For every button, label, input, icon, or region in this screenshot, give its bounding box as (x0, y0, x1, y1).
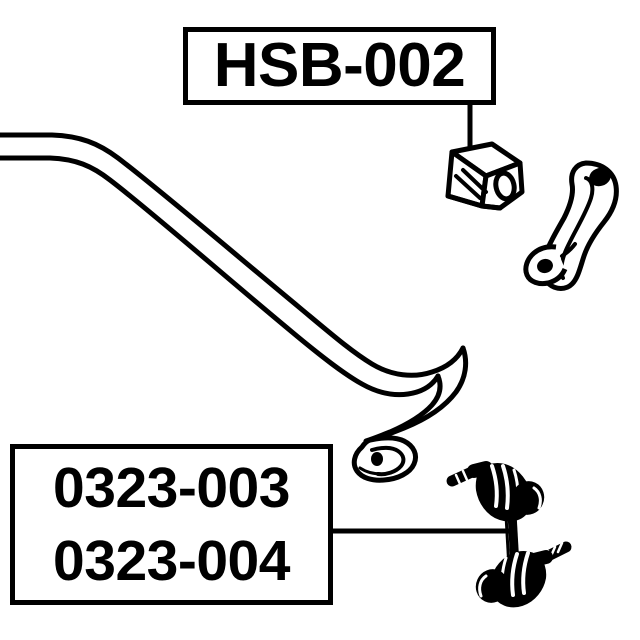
callout-box-stabilizer-link[interactable]: 0323-003 0323-004 (10, 444, 333, 605)
stabilizer-bar-bushing (445, 141, 525, 211)
lower-ball-joint (475, 541, 572, 608)
part-number-0323-003: 0323-003 (53, 455, 290, 520)
leader-lines (333, 104, 510, 534)
stabilizer-bar-bracket (518, 160, 619, 291)
part-number-0323-004: 0323-004 (53, 528, 290, 593)
upper-ball-joint (446, 461, 545, 522)
callout-box-hsb-002[interactable]: HSB-002 (183, 27, 496, 105)
part-number-hsb-002: HSB-002 (213, 31, 466, 100)
stabilizer-bar (0, 132, 469, 483)
stabilizer-link-assembly (446, 461, 572, 608)
